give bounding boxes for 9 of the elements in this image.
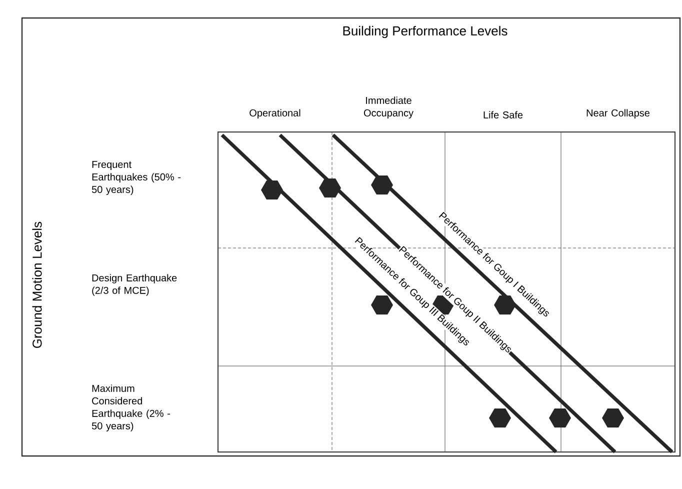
row-header: Maximum Considered Earthquake (2% - 50 years)	[92, 384, 170, 432]
row-header: Frequent Earthquakes (50% - 50 years)	[92, 161, 181, 195]
column-header: Near Collapse	[586, 109, 650, 118]
axis-title: Ground Motion Levels	[32, 222, 42, 348]
chart-title: Building Performance Levels	[343, 26, 508, 38]
column-header: Immediate Occupancy	[364, 96, 414, 118]
column-header: Life Safe	[484, 111, 523, 118]
row-header: Design Earthquake (2/3 of MCE)	[92, 274, 177, 296]
column-header: Operational	[250, 109, 300, 118]
